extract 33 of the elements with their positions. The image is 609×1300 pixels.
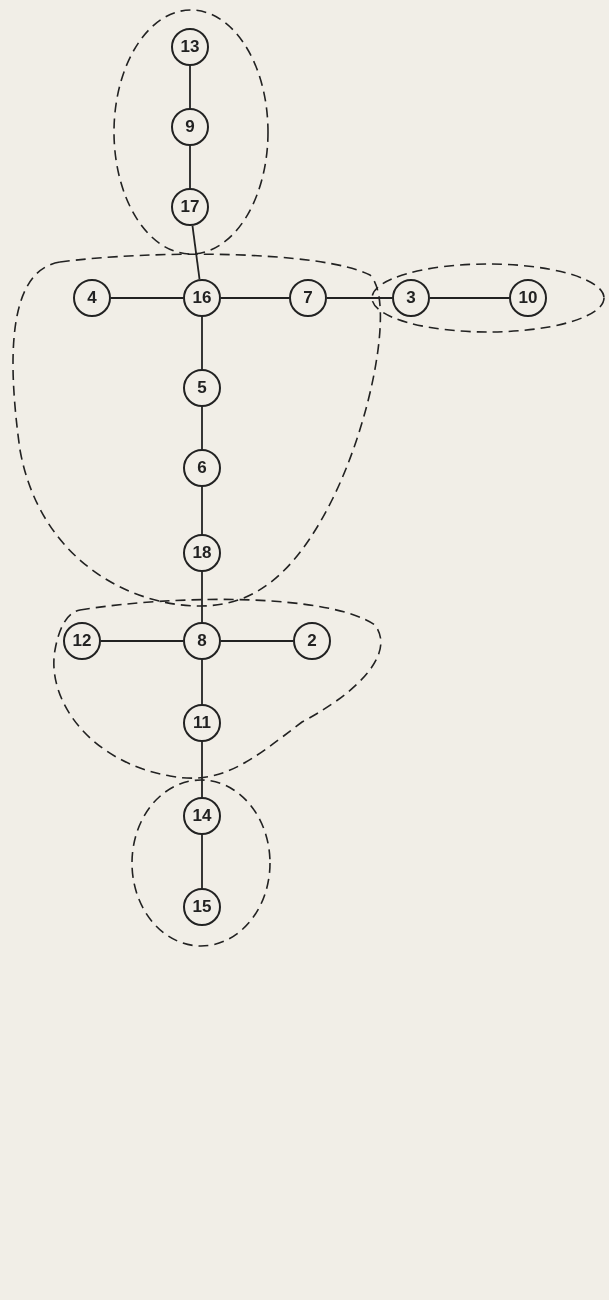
numbered-circle: 7 xyxy=(289,279,327,317)
connector-line xyxy=(201,571,203,623)
numbered-circle: 15 xyxy=(183,888,221,926)
numbered-circle: 18 xyxy=(183,534,221,572)
numbered-circle: 6 xyxy=(183,449,221,487)
numbered-circle: 4 xyxy=(73,279,111,317)
connector-line xyxy=(429,297,510,299)
connector-line xyxy=(100,640,184,642)
numbered-circle: 10 xyxy=(509,279,547,317)
connector-line xyxy=(110,297,184,299)
connector-line xyxy=(220,297,290,299)
numbered-circle: 14 xyxy=(183,797,221,835)
numbered-circle: 17 xyxy=(171,188,209,226)
connector-line xyxy=(201,316,203,370)
connector-line xyxy=(201,406,203,450)
connector-line xyxy=(326,297,393,299)
connector-line xyxy=(201,834,203,889)
numbered-circle: 9 xyxy=(171,108,209,146)
numbered-circle: 2 xyxy=(293,622,331,660)
numbered-circle: 13 xyxy=(171,28,209,66)
connector-line xyxy=(191,224,201,281)
numbered-circle: 12 xyxy=(63,622,101,660)
connector-line xyxy=(201,486,203,535)
connector-line xyxy=(201,741,203,798)
connector-line xyxy=(220,640,294,642)
numbered-circle: 16 xyxy=(183,279,221,317)
connector-line xyxy=(189,65,191,109)
connector-line xyxy=(201,659,203,705)
numbered-circle: 5 xyxy=(183,369,221,407)
connector-line xyxy=(189,145,191,189)
numbered-circle: 11 xyxy=(183,704,221,742)
numbered-circle: 3 xyxy=(392,279,430,317)
numbered-circle: 8 xyxy=(183,622,221,660)
